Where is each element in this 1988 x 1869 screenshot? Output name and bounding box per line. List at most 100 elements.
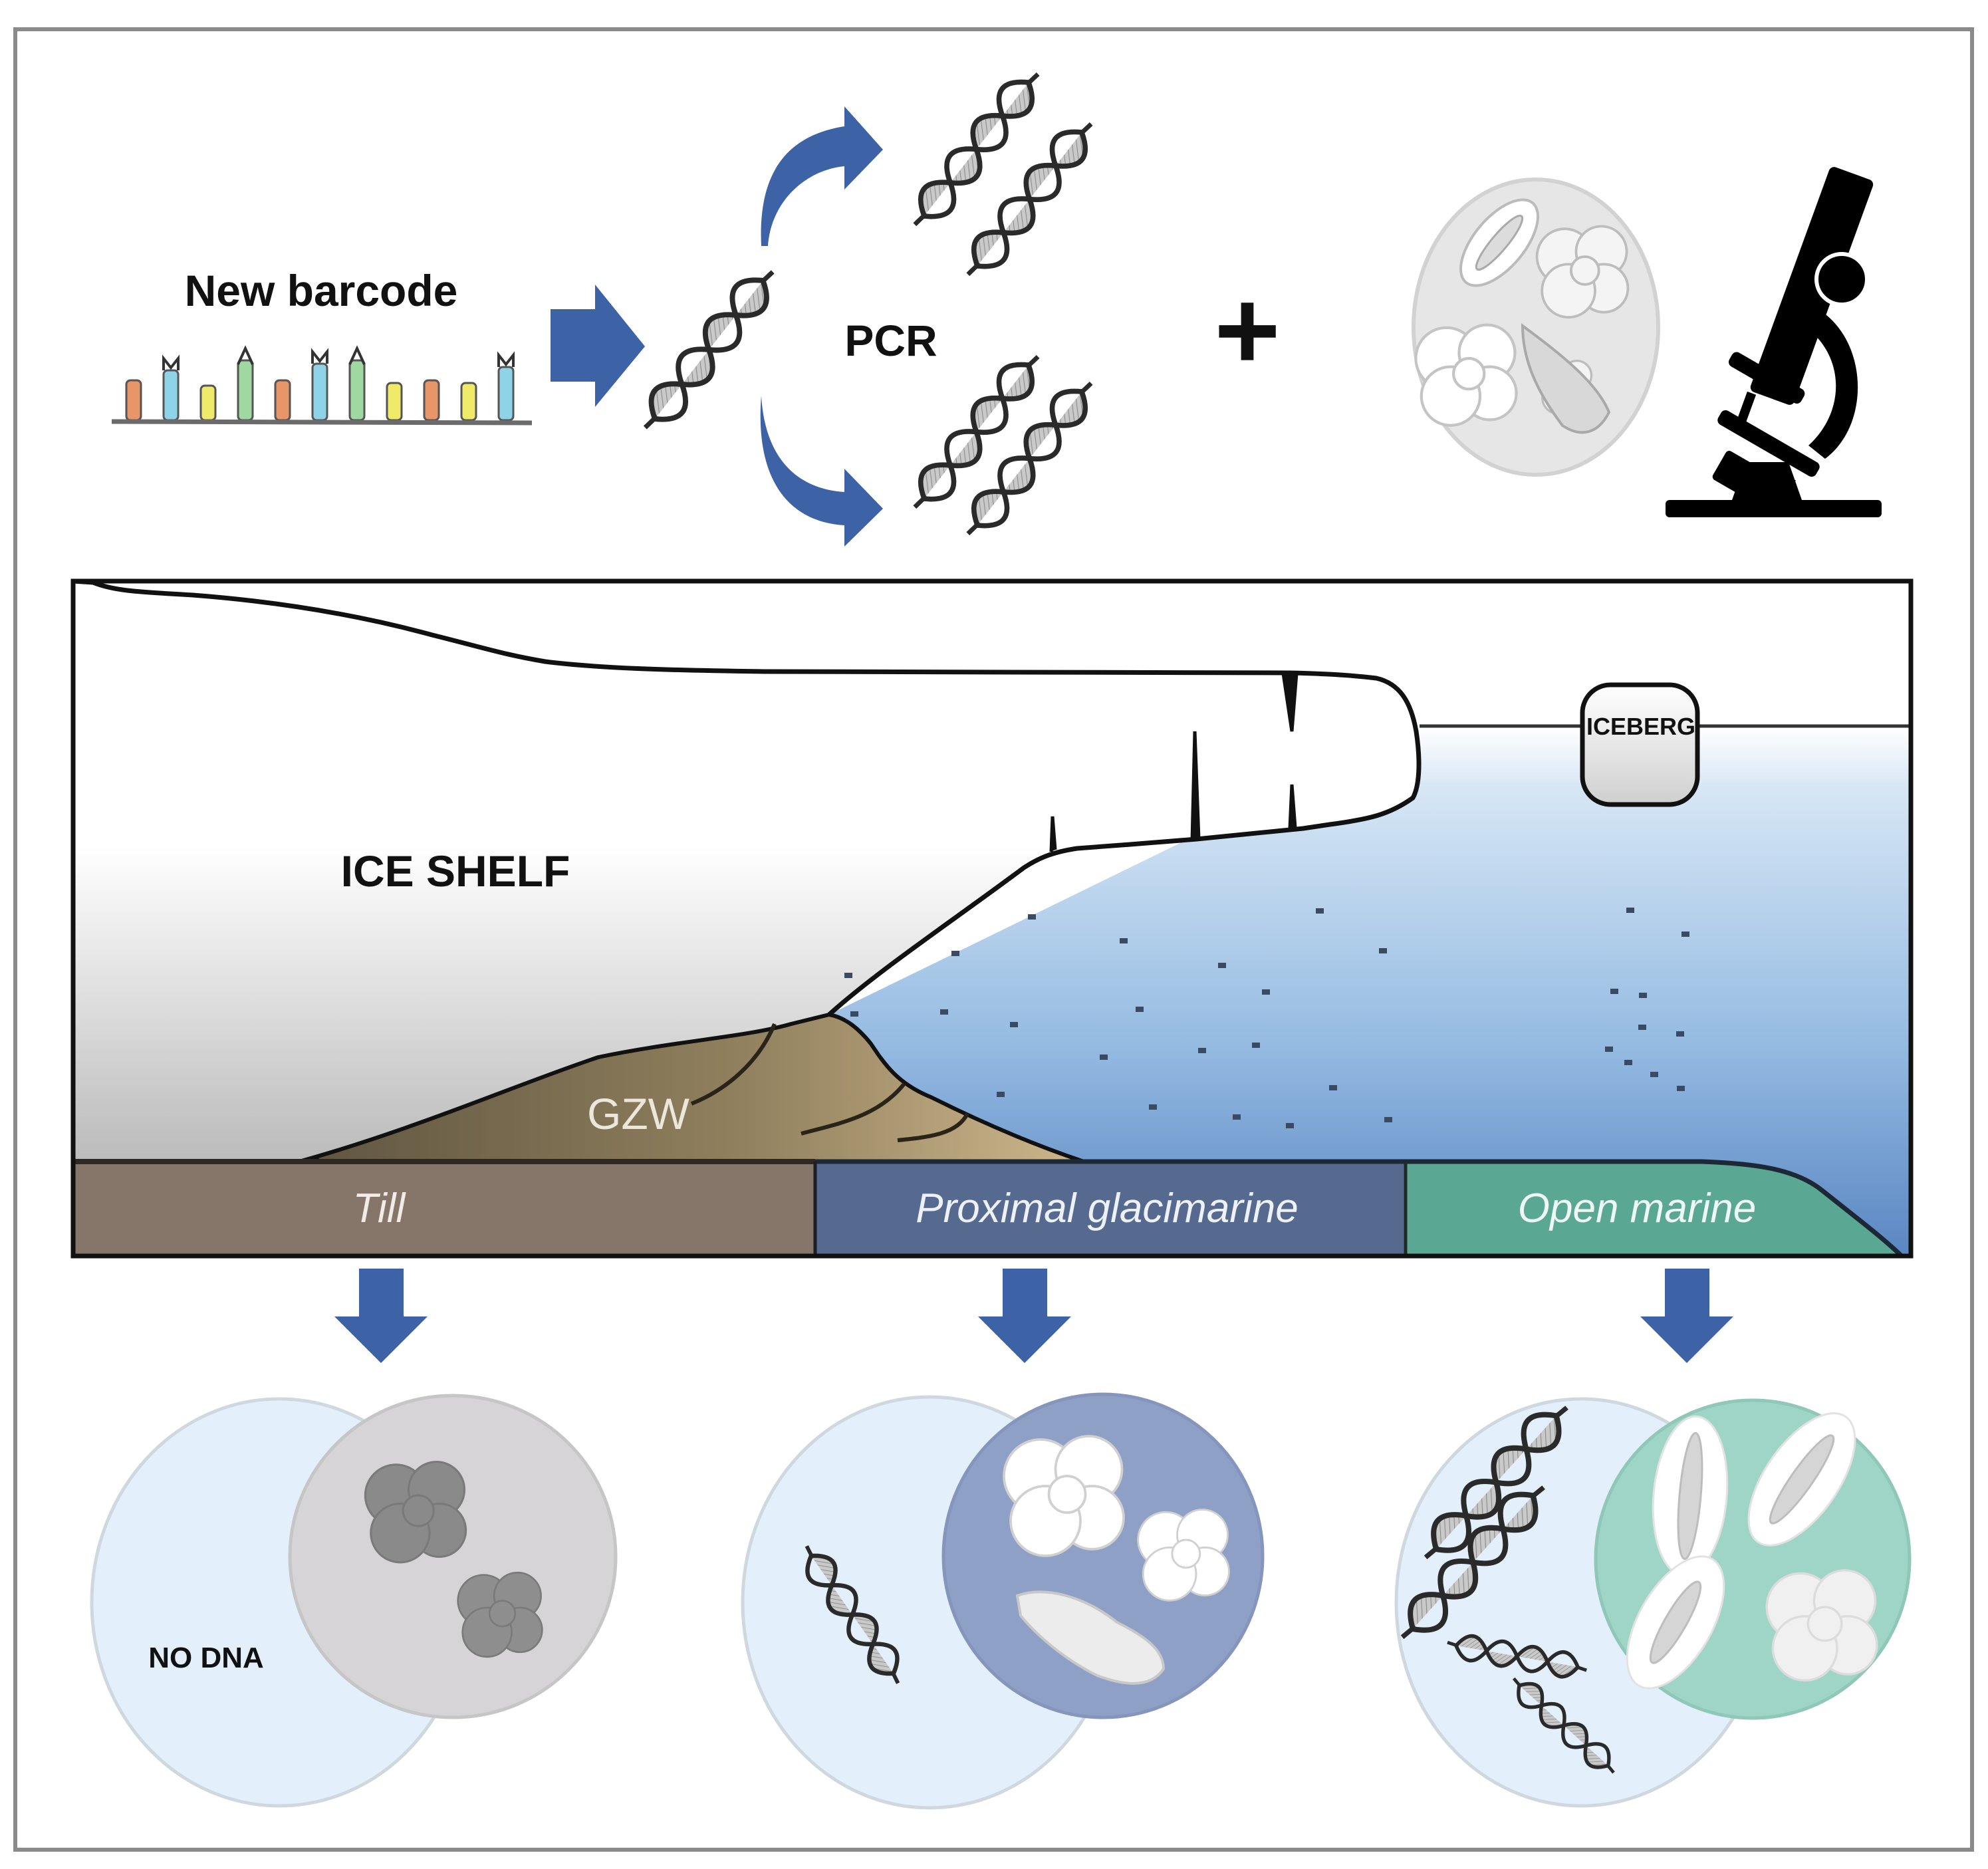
crevasse <box>1190 731 1201 842</box>
result-open-marine <box>1391 1394 1912 1808</box>
sediment-particle <box>1252 1043 1260 1048</box>
barcode-bar-tip <box>162 354 180 370</box>
iceberg-label: ICEBERG <box>1586 713 1695 740</box>
barcode-bar <box>348 359 366 422</box>
sediment-particle <box>1010 1022 1018 1027</box>
sediment-particle <box>1650 1072 1658 1077</box>
plus-symbol: + <box>1214 267 1280 394</box>
arrow-right-icon <box>551 285 645 407</box>
sediment-particle <box>1136 1007 1144 1012</box>
curved-arrow-down-icon <box>760 396 883 547</box>
foram-icon <box>1137 1508 1230 1602</box>
barcode-baseline <box>111 419 533 426</box>
barcode-bar-tip <box>348 345 366 365</box>
barcode-bar <box>125 379 142 422</box>
foram-icon <box>457 1571 543 1658</box>
sediment-particle <box>1262 989 1270 995</box>
curved-arrow-up-icon <box>761 106 883 246</box>
pcr-label: PCR <box>844 316 937 365</box>
sediment-particle <box>1626 908 1634 913</box>
result-till: NO DNA <box>90 1394 618 1808</box>
barcode-bar <box>423 379 440 422</box>
barcode-bar <box>386 382 403 422</box>
sediment-particle <box>940 1009 948 1015</box>
sediment-particle <box>1198 1048 1206 1053</box>
diatom-icon <box>1652 1415 1729 1577</box>
facies-label-open-marine: Open marine <box>1518 1185 1756 1231</box>
sediment-particle <box>1316 908 1324 914</box>
sediment-particle <box>1624 1060 1632 1065</box>
sediment-particle <box>850 1011 858 1017</box>
sediment-particle <box>1605 1047 1613 1052</box>
diatom-icon <box>1747 1412 1856 1547</box>
sediment-particle <box>1610 989 1618 994</box>
barcode-bar <box>311 362 328 422</box>
shell-fragment-icon <box>1015 1590 1166 1685</box>
facies-till <box>73 1162 815 1256</box>
sediment-particle <box>1233 1114 1241 1120</box>
cross-section-border <box>70 578 1914 1259</box>
facies-open-marine <box>1406 1162 1902 1256</box>
microscope-icon <box>1666 167 1882 517</box>
barcode-bar <box>199 384 217 422</box>
microfossil-circle <box>288 1394 618 1719</box>
result-proximal-glacimarine <box>741 1392 1265 1810</box>
crevasse <box>1288 784 1297 829</box>
sediment-particle <box>1286 1123 1294 1128</box>
barcode-bar-tip <box>237 345 254 365</box>
barcode-icon <box>125 345 515 422</box>
arrow-down-icon <box>1640 1269 1733 1363</box>
sediment-particle <box>1329 1085 1337 1090</box>
sediment-particle <box>997 1092 1005 1097</box>
diatom-icon <box>1626 1555 1725 1689</box>
sediment-particle <box>1677 1086 1685 1091</box>
sediment-particle <box>1681 932 1689 937</box>
barcode-bar-tip <box>497 351 515 367</box>
sediment-particle <box>1638 1025 1646 1030</box>
foram-icon <box>364 1461 467 1564</box>
iceberg: ICEBERG <box>1580 682 1700 807</box>
barcode-section: New barcode <box>111 266 533 426</box>
barcode-label: New barcode <box>185 266 458 315</box>
gzw-label: GZW <box>587 1089 690 1138</box>
sediment-particle <box>951 951 959 956</box>
cross-section-diagram: ICEBERG Till Proximal glacimarine Open m… <box>70 578 1914 1259</box>
ocean-water <box>829 726 1911 1256</box>
sediment-particle <box>1149 1104 1157 1110</box>
foram-icon <box>1765 1569 1878 1682</box>
facies-label-till: Till <box>353 1185 407 1231</box>
sediment-particle <box>1028 914 1036 920</box>
barcode-bar <box>497 366 515 422</box>
sediment-particle <box>844 973 852 978</box>
barcode-bar-tip <box>311 348 328 364</box>
facies-label-proximal: Proximal glacimarine <box>916 1185 1298 1231</box>
sediment-particle <box>1676 1031 1684 1037</box>
barcode-bar <box>274 379 291 422</box>
gzw-internal-line <box>801 1082 906 1136</box>
arrow-down-icon <box>334 1269 428 1363</box>
crevasse <box>1049 816 1057 852</box>
ice-shelf-label: ICE SHELF <box>341 846 570 896</box>
sediment-particle <box>1379 948 1387 953</box>
arrow-down-icon <box>978 1269 1071 1363</box>
sediment-particle <box>1218 963 1226 968</box>
sediment-particles <box>844 908 1689 1128</box>
sediment-particle <box>1639 993 1647 998</box>
gzw-internal-line <box>690 1023 777 1106</box>
barcode-bar <box>460 382 477 422</box>
facies-proximal-glacimarine <box>815 1162 1406 1256</box>
ice-shelf-outline <box>73 581 1422 1017</box>
gzw-wedge <box>297 1013 1086 1164</box>
barcode-bar <box>162 369 180 422</box>
sediment-particle <box>1120 938 1128 943</box>
sediment-particle <box>1100 1055 1108 1060</box>
crevasse <box>1281 673 1299 732</box>
no-dna-label: NO DNA <box>148 1642 264 1674</box>
foram-icon <box>1003 1435 1125 1557</box>
microfossil-sample-icon <box>1412 178 1660 477</box>
sediment-particle <box>1384 1117 1392 1122</box>
ice-shelf <box>73 581 1420 1170</box>
gzw-internal-line <box>897 1112 969 1142</box>
barcode-bar <box>237 359 254 422</box>
